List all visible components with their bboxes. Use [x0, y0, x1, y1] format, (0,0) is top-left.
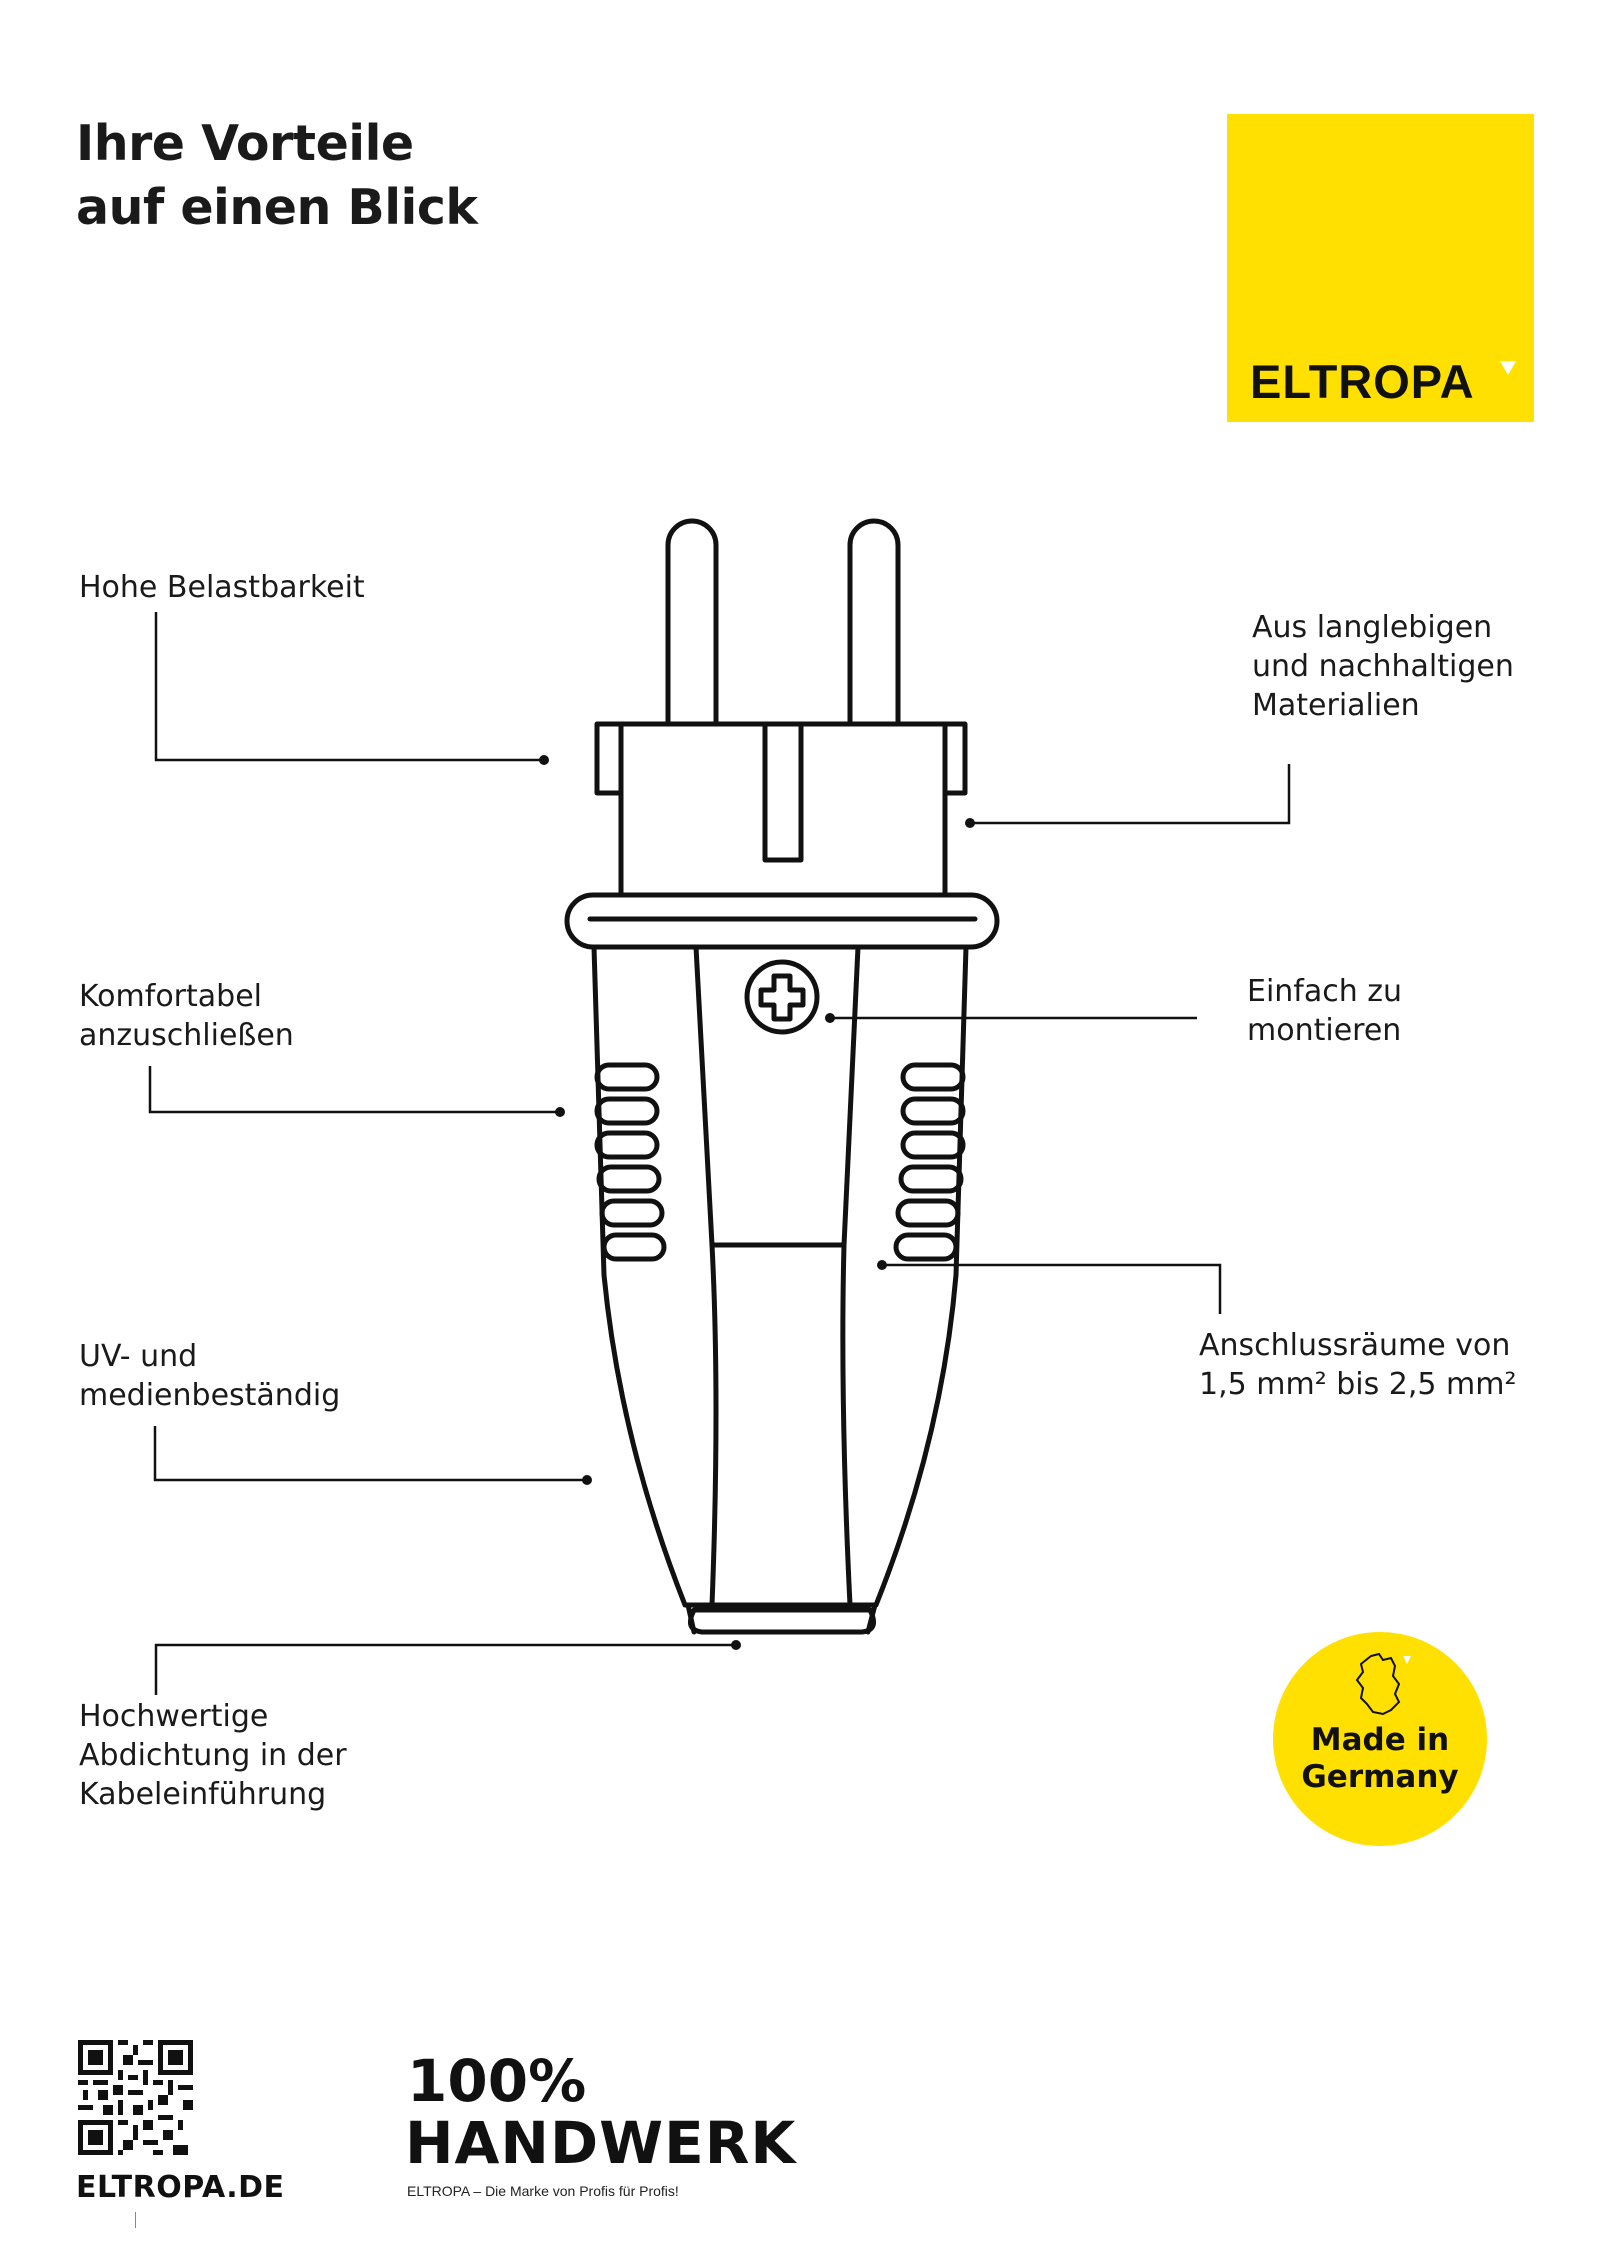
plug-collar: [564, 892, 1000, 950]
feature-text: anzuschließen: [79, 1018, 294, 1053]
feature-hohe-belastbarkeit: Hohe Belastbarkeit: [79, 568, 365, 607]
feature-abdichtung: Hochwertige Abdichtung in der Kabeleinfü…: [79, 1697, 347, 1814]
cover-panel: [693, 944, 861, 1248]
feature-text: Aus langlebigen: [1252, 610, 1493, 645]
feature-text: montieren: [1247, 1013, 1402, 1048]
leader-anschluss: [882, 1263, 1222, 1314]
feature-text: Einfach zu: [1247, 974, 1403, 1009]
qr-code-icon[interactable]: [78, 2040, 193, 2155]
leader-abdichtung: [154, 1643, 733, 1695]
leader-komfortabel: [148, 1066, 558, 1114]
logo-triangle-icon: [1500, 361, 1516, 375]
eltropa-logo: ELTROPA: [1227, 114, 1534, 422]
grip-ribs-right: [893, 1062, 966, 1262]
feature-text: medienbeständig: [79, 1378, 341, 1413]
feature-materialien: Aus langlebigen und nachhaltigen Materia…: [1252, 608, 1514, 725]
badge-line-1: Made in: [1310, 1722, 1450, 1758]
divider: [135, 2212, 136, 2228]
leader-belastbarkeit: [154, 612, 541, 762]
callout-dots: [539, 755, 975, 1650]
screw-icon: [744, 959, 820, 1035]
feature-einfach-montieren: Einfach zu montieren: [1247, 972, 1402, 1050]
feature-text: Materialien: [1252, 688, 1420, 723]
feature-text: UV- und: [79, 1339, 198, 1374]
earth-slot: [762, 721, 804, 863]
germany-map-icon: [1355, 1652, 1411, 1716]
plug-head: [594, 721, 968, 898]
claim-percentage: 100%: [407, 2047, 587, 2115]
page-headline: Ihre Vorteile auf einen Blick: [76, 112, 478, 240]
badge-line-2: Germany: [1301, 1759, 1459, 1795]
leader-uv: [153, 1426, 585, 1482]
plug-body: [591, 944, 969, 1608]
feature-text: 1,5 mm² bis 2,5 mm²: [1199, 1367, 1517, 1402]
logo-wordmark: ELTROPA: [1250, 355, 1475, 408]
website-link[interactable]: ELTROPA.DE: [76, 2170, 285, 2205]
headline-line-2: auf einen Blick: [76, 179, 478, 236]
headline-line-1: Ihre Vorteile: [76, 115, 414, 172]
feature-text: Kabeleinführung: [79, 1777, 327, 1812]
made-in-germany-badge: Made in Germany: [1273, 1632, 1487, 1846]
brand-tagline: ELTROPA – Die Marke von Profis für Profi…: [407, 2183, 679, 2199]
claim-handwerk: HANDWERK: [405, 2109, 797, 2177]
leader-materialien: [971, 764, 1291, 825]
plug-icon: [564, 518, 1000, 1635]
feature-text: und nachhaltigen: [1252, 649, 1514, 684]
feature-text: Komfortabel: [79, 979, 262, 1014]
pin-right: [847, 518, 901, 725]
feature-komfortabel: Komfortabel anzuschließen: [79, 977, 294, 1055]
feature-text: Abdichtung in der: [79, 1738, 347, 1773]
feature-text: Anschlussräume von: [1199, 1328, 1511, 1363]
feature-uv-bestaendig: UV- und medienbeständig: [79, 1337, 340, 1415]
badge-text: Made in Germany: [1273, 1722, 1487, 1796]
feature-text: Hohe Belastbarkeit: [79, 570, 365, 605]
feature-text: Hochwertige: [79, 1699, 269, 1734]
pin-left: [665, 518, 719, 725]
grip-ribs-left: [594, 1062, 667, 1262]
callout-leaders: [148, 612, 1291, 1695]
feature-anschlussraeume: Anschlussräume von 1,5 mm² bis 2,5 mm²: [1199, 1326, 1517, 1404]
